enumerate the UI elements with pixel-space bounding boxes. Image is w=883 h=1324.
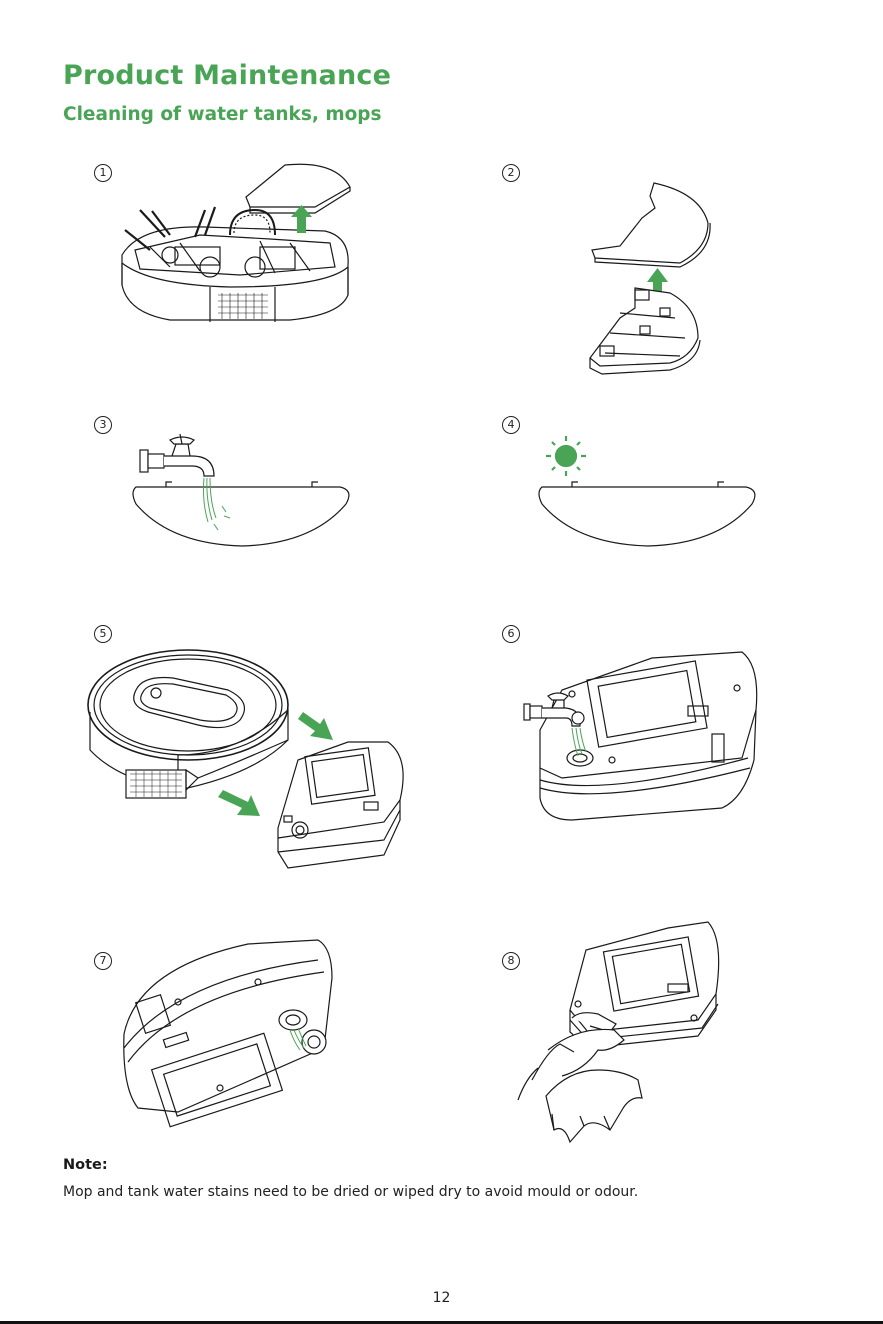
step-number-2: 2 xyxy=(502,164,520,182)
cloth-icon xyxy=(546,1070,642,1142)
up-arrow-icon xyxy=(647,268,668,282)
step-number-6: 6 xyxy=(502,625,520,643)
illustration-step-5 xyxy=(88,650,418,875)
illustration-step-1 xyxy=(110,155,360,330)
step-number-5: 5 xyxy=(94,625,112,643)
step-number-7: 7 xyxy=(94,952,112,970)
illustration-step-8 xyxy=(518,920,723,1145)
note-text: Mop and tank water stains need to be dri… xyxy=(63,1184,638,1200)
page-number: 12 xyxy=(0,1290,883,1306)
illustration-step-4 xyxy=(538,432,758,550)
tap-icon xyxy=(140,434,214,476)
illustration-step-3 xyxy=(132,432,352,550)
step-number-3: 3 xyxy=(94,416,112,434)
note-label: Note: xyxy=(63,1157,108,1173)
section-subtitle: Cleaning of water tanks, mops xyxy=(63,104,382,125)
illustration-step-7 xyxy=(118,938,338,1118)
sun-icon xyxy=(546,436,586,476)
step-number-4: 4 xyxy=(502,416,520,434)
illustration-step-6 xyxy=(522,648,762,826)
page-title: Product Maintenance xyxy=(63,60,391,91)
illustration-step-2 xyxy=(580,178,720,383)
